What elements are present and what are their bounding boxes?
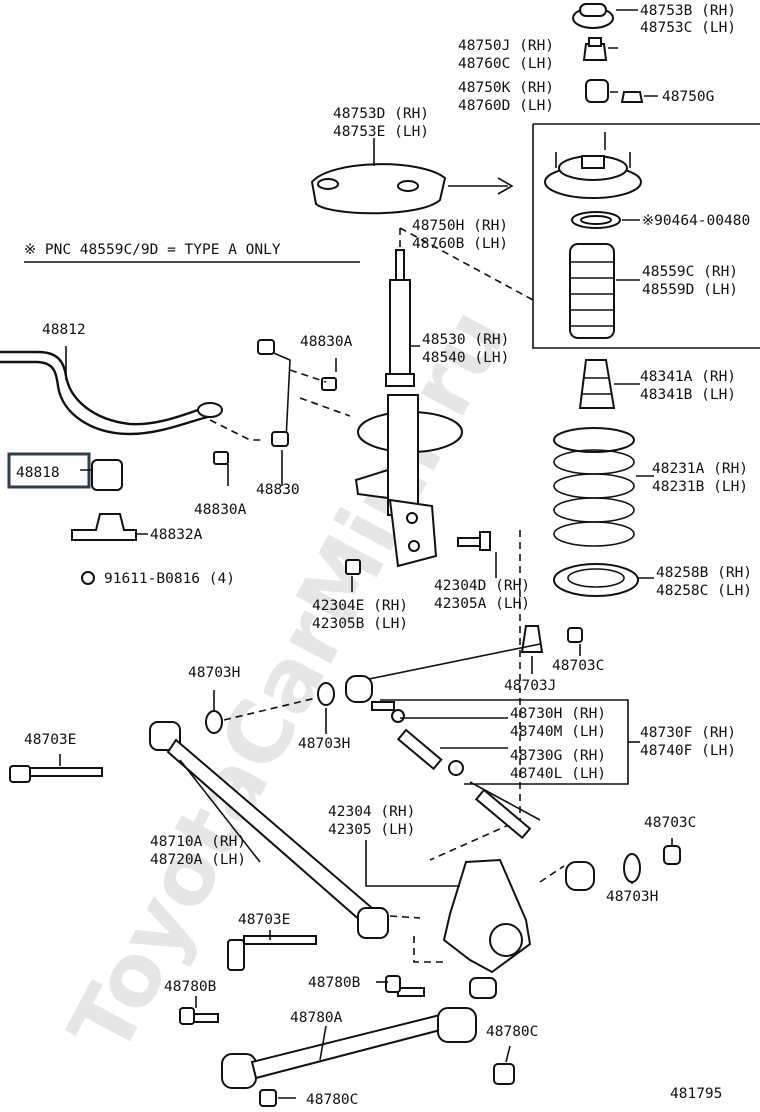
label-91611: 91611-B0816 (4) <box>104 571 235 587</box>
label-48730H: 48730H (RH) <box>510 706 606 722</box>
label-48750H: 48750H (RH) <box>412 218 508 234</box>
label-42304: 42304 (RH) <box>328 804 415 820</box>
label-48753B: 48753B (RH) <box>640 3 736 19</box>
label-48753C: 48753C (LH) <box>640 20 736 36</box>
coil-spring-48231A[interactable] <box>553 427 635 547</box>
label-48703E-a: 48703E <box>24 732 76 748</box>
label-48740M: 48740M (LH) <box>510 724 606 740</box>
rear-bushing-48703C-b[interactable] <box>663 845 681 865</box>
bushing-48703H-a[interactable] <box>205 710 223 734</box>
label-42305B: 42305B (LH) <box>312 616 408 632</box>
label-48730F: 48730F (RH) <box>640 725 736 741</box>
label-48760D: 48760D (LH) <box>458 98 554 114</box>
label-48830: 48830 <box>256 482 300 498</box>
shock-absorber-48530[interactable] <box>354 249 463 568</box>
label-48760C: 48760C (LH) <box>458 56 554 72</box>
cushion-48750K[interactable] <box>585 79 609 103</box>
label-48780C-b: 48780C <box>306 1092 358 1108</box>
washer-48703J[interactable] <box>520 625 544 653</box>
label-48753D: 48753D (RH) <box>333 106 429 122</box>
bolt-48780B-b[interactable] <box>385 975 425 997</box>
label-48703H-a: 48703H <box>188 665 240 681</box>
label-48830A-top: 48830A <box>300 334 353 350</box>
watermark: ToyotaCarMini.ru <box>50 293 526 1069</box>
bolt-48780B-a[interactable] <box>179 1007 219 1025</box>
label-48703H-b: 48703H <box>298 736 350 752</box>
catalog-number: 481795 <box>670 1086 722 1102</box>
support-bracket-48753D[interactable] <box>310 163 447 215</box>
bracket-48832A[interactable] <box>71 513 137 541</box>
exploded-view-box <box>532 123 760 349</box>
label-42304D: 42304D (RH) <box>434 578 530 594</box>
upper-support-cap[interactable] <box>572 3 614 29</box>
label-90464: ※90464-00480 <box>642 213 750 229</box>
spring-insulator-48258B[interactable] <box>553 563 639 597</box>
label-48258C: 48258C (LH) <box>656 583 752 599</box>
label-48231B: 48231B (LH) <box>652 479 748 495</box>
label-48780B-b: 48780B <box>308 975 361 991</box>
label-48559C: 48559C (RH) <box>642 264 738 280</box>
label-48750K: 48750K (RH) <box>458 80 554 96</box>
label-48703C-a: 48703C <box>552 658 604 674</box>
dust-boot-48559C[interactable] <box>569 243 615 339</box>
bolt-48703E-a[interactable] <box>9 765 103 783</box>
label-48780A: 48780A <box>290 1010 343 1026</box>
bolt-91611[interactable] <box>81 571 95 585</box>
strut-rod-48730F[interactable] <box>345 675 541 840</box>
lateral-arm-48710A[interactable] <box>149 721 389 939</box>
label-48740F: 48740F (LH) <box>640 743 736 759</box>
label-48750G: 48750G <box>662 89 714 105</box>
label-48750J: 48750J (RH) <box>458 38 554 54</box>
label-42304E: 42304E (RH) <box>312 598 408 614</box>
label-48780C-a: 48780C <box>486 1024 538 1040</box>
bushing-48703H-b[interactable] <box>317 682 335 706</box>
label-48703E-b: 48703E <box>238 912 290 928</box>
label-48703C-b: 48703C <box>644 815 696 831</box>
nut-48830A-top[interactable] <box>321 377 337 391</box>
stabilizer-link-48830[interactable] <box>257 339 291 447</box>
label-48760B: 48760B (LH) <box>412 236 508 252</box>
label-42305A: 42305A (LH) <box>434 596 530 612</box>
label-48258B: 48258B (RH) <box>656 565 752 581</box>
label-48559D: 48559D (LH) <box>642 282 738 298</box>
label-48812: 48812 <box>42 322 86 338</box>
label-48740L: 48740L (LH) <box>510 766 606 782</box>
bearing-90464[interactable] <box>571 211 621 229</box>
label-48703H-c: 48703H <box>606 889 658 905</box>
bump-stopper-48341A[interactable] <box>578 359 616 409</box>
label-48832A: 48832A <box>150 527 203 543</box>
label-48830A-bottom: 48830A <box>194 502 247 518</box>
bolt-48703E-b[interactable] <box>227 935 317 971</box>
nut-42304E[interactable] <box>345 559 361 575</box>
label-48341B: 48341B (LH) <box>640 387 736 403</box>
nut-48830A-bottom[interactable] <box>213 451 229 465</box>
label-48341A: 48341A (RH) <box>640 369 736 385</box>
label-48753E: 48753E (LH) <box>333 124 429 140</box>
label-48818: 48818 <box>16 465 60 481</box>
label-42305: 42305 (LH) <box>328 822 415 838</box>
label-48780B-a: 48780B <box>164 979 217 995</box>
type-a-note: ※ PNC 48559C/9D = TYPE A ONLY <box>24 242 281 258</box>
nut-48750G[interactable] <box>620 91 644 103</box>
bushing-48818[interactable] <box>91 459 123 491</box>
label-48720A: 48720A (LH) <box>150 852 246 868</box>
label-48703J: 48703J <box>504 678 556 694</box>
nut-48780C-a[interactable] <box>493 1063 515 1085</box>
label-48710A: 48710A (RH) <box>150 834 246 850</box>
nut-48750J[interactable] <box>582 37 608 61</box>
trailing-arm-48780A[interactable] <box>221 1007 477 1089</box>
label-48540: 48540 (LH) <box>422 350 509 366</box>
bushing-48703C-a[interactable] <box>567 627 583 643</box>
label-48231A: 48231A (RH) <box>652 461 748 477</box>
bolt-42304D[interactable] <box>457 531 491 551</box>
knuckle-42304[interactable] <box>442 858 532 999</box>
nut-48780C-b[interactable] <box>259 1089 277 1107</box>
upper-support[interactable] <box>544 132 642 199</box>
washer-48703H-c[interactable] <box>623 853 641 883</box>
label-48530: 48530 (RH) <box>422 332 509 348</box>
arm-end-bushing[interactable] <box>565 861 595 891</box>
label-48730G: 48730G (RH) <box>510 748 606 764</box>
stabilizer-bar-48812[interactable] <box>0 350 223 436</box>
